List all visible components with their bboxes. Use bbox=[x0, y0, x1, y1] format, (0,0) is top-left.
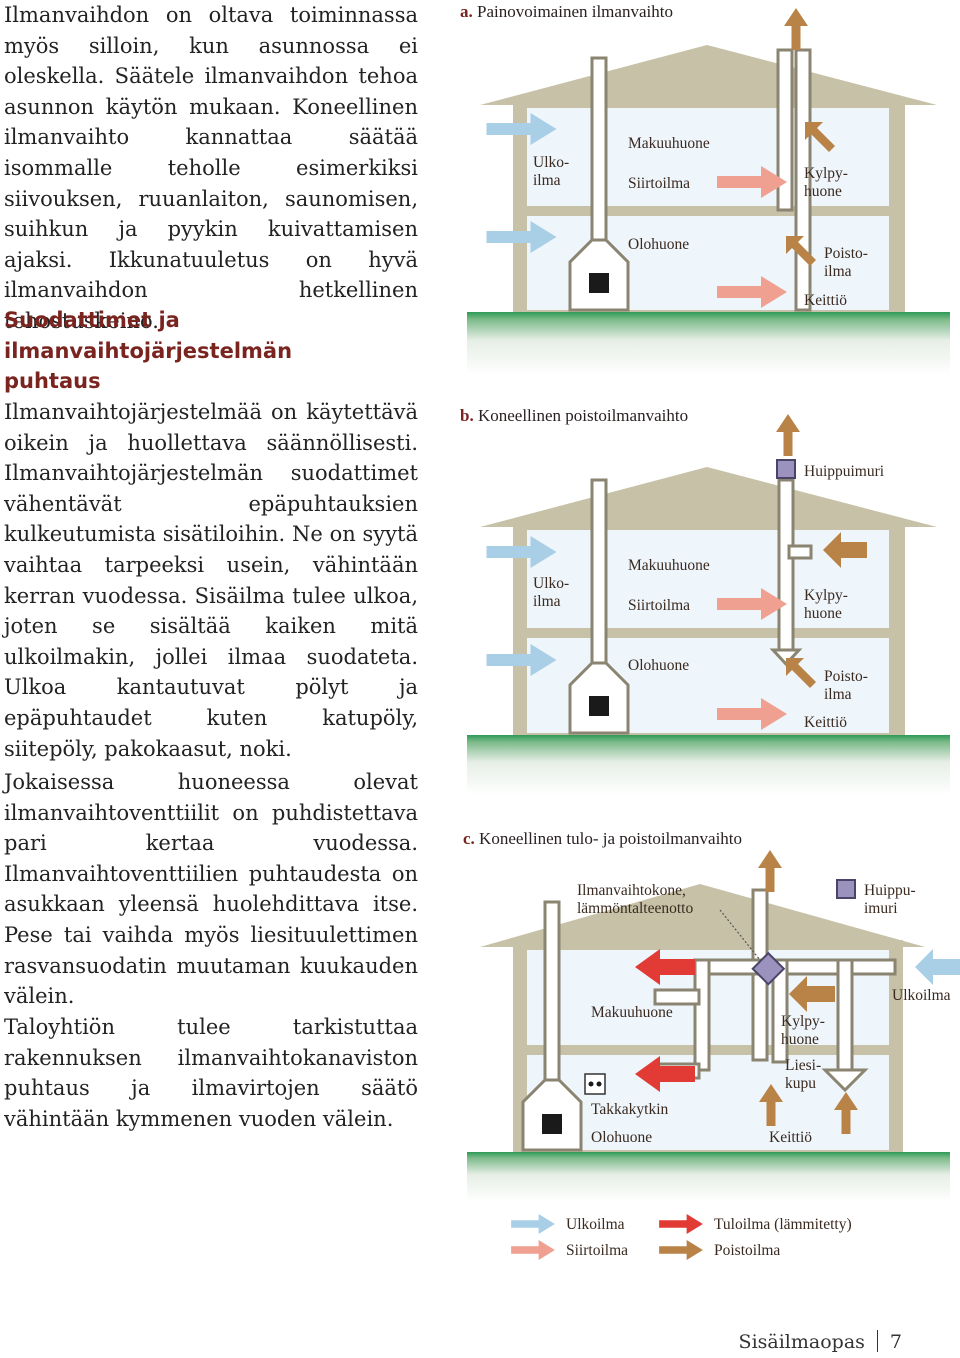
label-outdoor-air-2: ilma bbox=[533, 593, 561, 610]
roof-exhaust-fan bbox=[836, 879, 856, 899]
label-bedroom: Makuuhuone bbox=[591, 1004, 673, 1021]
switch-dot bbox=[596, 1081, 602, 1087]
label-living-room: Olohuone bbox=[591, 1129, 652, 1146]
label-living-room: Olohuone bbox=[628, 657, 689, 674]
fireplace-flue bbox=[543, 900, 561, 1104]
ventilation-unit bbox=[751, 951, 786, 986]
ground bbox=[467, 312, 950, 375]
fireplace-flue bbox=[590, 478, 608, 682]
footer-separator bbox=[876, 1330, 878, 1352]
fireplace-opening bbox=[542, 1114, 562, 1134]
label-exhaust-air-1: Poisto- bbox=[824, 245, 868, 262]
label-outdoor-air-1: Ulko- bbox=[533, 154, 569, 171]
text-column-valves: Jokaisessa huoneessa olevat ilmanvaihtov… bbox=[4, 767, 418, 1012]
paragraph-ducts: Taloyhtiön tulee tarkistuttaa rakennukse… bbox=[4, 1015, 418, 1131]
legend-transfer-air-swatch bbox=[511, 1240, 555, 1260]
page-number: 7 bbox=[889, 1331, 902, 1353]
label-bathroom-1: Kylpy- bbox=[781, 1013, 825, 1030]
label-ventilation-unit-2: lämmöntalteenotto bbox=[577, 900, 693, 917]
exhaust-duct-kitchen bbox=[836, 958, 854, 1072]
label-outdoor-air-2: ilma bbox=[533, 172, 561, 189]
label-exhaust-air-2: ilma bbox=[824, 263, 852, 280]
label-kitchen: Keittiö bbox=[769, 1129, 812, 1146]
roof-exhaust-fan bbox=[776, 459, 796, 479]
exhaust-air-up-arrow bbox=[784, 8, 808, 50]
supply-duct-bedroom bbox=[653, 988, 701, 1006]
paragraph-filters: Ilmanvaihtojärjestelmää on käytettävä oi… bbox=[4, 400, 418, 761]
supply-air-arrow bbox=[635, 949, 695, 985]
fireplace-flue bbox=[590, 56, 608, 260]
diagram-a-title: a. Painovoimainen ilmanvaihto bbox=[460, 2, 673, 21]
exhaust-duct bbox=[777, 478, 795, 652]
label-outdoor-air-1: Ulko- bbox=[533, 575, 569, 592]
exhaust-air-arrow bbox=[823, 532, 867, 568]
supply-duct-vertical bbox=[693, 958, 711, 1072]
diagram-mechanical-supply-exhaust: c. Koneellinen tulo- ja poistoilmanvaiht… bbox=[463, 829, 960, 1202]
label-transfer-air: Siirtoilma bbox=[628, 175, 690, 192]
label-bathroom-1: Kylpy- bbox=[804, 165, 848, 182]
label-living-room: Olohuone bbox=[628, 236, 689, 253]
label-transfer-air: Siirtoilma bbox=[628, 597, 690, 614]
label-range-hood-1: Liesi- bbox=[785, 1057, 821, 1074]
diagram-c-title: c. Koneellinen tulo- ja poistoilmanvaiht… bbox=[463, 829, 742, 848]
label-kitchen: Keittiö bbox=[804, 292, 847, 309]
exhaust-air-up-arrow bbox=[758, 850, 782, 892]
range-hood bbox=[821, 1068, 869, 1093]
supply-duct-branch bbox=[771, 958, 789, 1064]
page-footer: Sisäilmaopas 7 bbox=[739, 1330, 902, 1353]
label-outdoor-air: Ulkoilma bbox=[892, 987, 951, 1004]
text-column-top: Ilmanvaihdon on oltava toiminnassa myös … bbox=[4, 0, 418, 337]
switch-dot bbox=[588, 1081, 594, 1087]
exhaust-duct-branch bbox=[787, 544, 813, 560]
roof bbox=[480, 884, 925, 947]
label-bathroom-2: huone bbox=[804, 605, 842, 622]
legend-outdoor-air-swatch bbox=[511, 1214, 555, 1234]
label-bathroom-2: huone bbox=[781, 1031, 819, 1048]
paragraph-ventilation-use: Ilmanvaihdon on oltava toiminnassa myös … bbox=[4, 3, 418, 333]
legend-exhaust-air-swatch bbox=[659, 1240, 703, 1260]
paragraph-valves: Jokaisessa huoneessa olevat ilmanvaihtov… bbox=[4, 770, 418, 1009]
horizontal-duct bbox=[693, 958, 897, 976]
room-upper bbox=[527, 108, 889, 206]
legend-supply-air-swatch bbox=[659, 1214, 703, 1234]
leader-line bbox=[719, 909, 761, 961]
legend-transfer-air: Siirtoilma bbox=[566, 1242, 628, 1259]
label-range-hood-2: kupu bbox=[785, 1075, 816, 1092]
label-ventilation-unit-1: Ilmanvaihtokone, bbox=[577, 882, 686, 899]
section-heading: Suodattimet ja ilmanvaihtojärjestelmän p… bbox=[4, 308, 293, 394]
supply-air-arrow bbox=[635, 1056, 695, 1092]
ground bbox=[467, 1152, 950, 1202]
diagram-mechanical-exhaust: b. Koneellinen poistoilmanvaihto Huippui… bbox=[460, 406, 950, 795]
label-roof-fan: Huippuimuri bbox=[804, 463, 885, 480]
fireplace-opening bbox=[589, 696, 609, 716]
fireplace-switch bbox=[584, 1073, 606, 1095]
legend-outdoor-air: Ulkoilma bbox=[566, 1216, 625, 1233]
range-hood-valve bbox=[769, 648, 803, 667]
legend-supply-air: Tuloilma (lämmitetty) bbox=[714, 1216, 852, 1233]
text-column-ducts: Taloyhtiön tulee tarkistuttaa rakennukse… bbox=[4, 1012, 418, 1134]
diagram-natural-ventilation: a. Painovoimainen ilmanvaihto Ulko- ilma… bbox=[460, 2, 950, 375]
fireplace-opening bbox=[589, 273, 609, 293]
exhaust-air-arrow bbox=[789, 976, 835, 1012]
label-bathroom-1: Kylpy- bbox=[804, 587, 848, 604]
label-exhaust-air-2: ilma bbox=[824, 686, 852, 703]
label-roof-fan-1: Huippu- bbox=[864, 882, 916, 899]
label-exhaust-air-1: Poisto- bbox=[824, 668, 868, 685]
label-fireplace-switch: Takkakytkin bbox=[591, 1101, 669, 1118]
label-bedroom: Makuuhuone bbox=[628, 557, 710, 574]
legend-exhaust-air: Poistoilma bbox=[714, 1242, 780, 1259]
label-bathroom-2: huone bbox=[804, 183, 842, 200]
ground bbox=[467, 735, 950, 795]
roof bbox=[480, 45, 937, 105]
label-kitchen: Keittiö bbox=[804, 714, 847, 731]
diagram-b-title: b. Koneellinen poistoilmanvaihto bbox=[460, 406, 688, 425]
text-column-filters: Ilmanvaihtojärjestelmää on käytettävä oi… bbox=[4, 397, 418, 764]
exhaust-duct-bathroom bbox=[776, 48, 794, 212]
outdoor-air-arrow bbox=[915, 949, 960, 985]
footer-title: Sisäilmaopas bbox=[738, 1331, 865, 1353]
legend: Ulkoilma Siirtoilma Tuloilma (lämmitetty… bbox=[511, 1214, 852, 1260]
label-roof-fan-2: imuri bbox=[864, 900, 898, 917]
exhaust-air-up-arrow bbox=[776, 414, 800, 456]
label-bedroom: Makuuhuone bbox=[628, 135, 710, 152]
